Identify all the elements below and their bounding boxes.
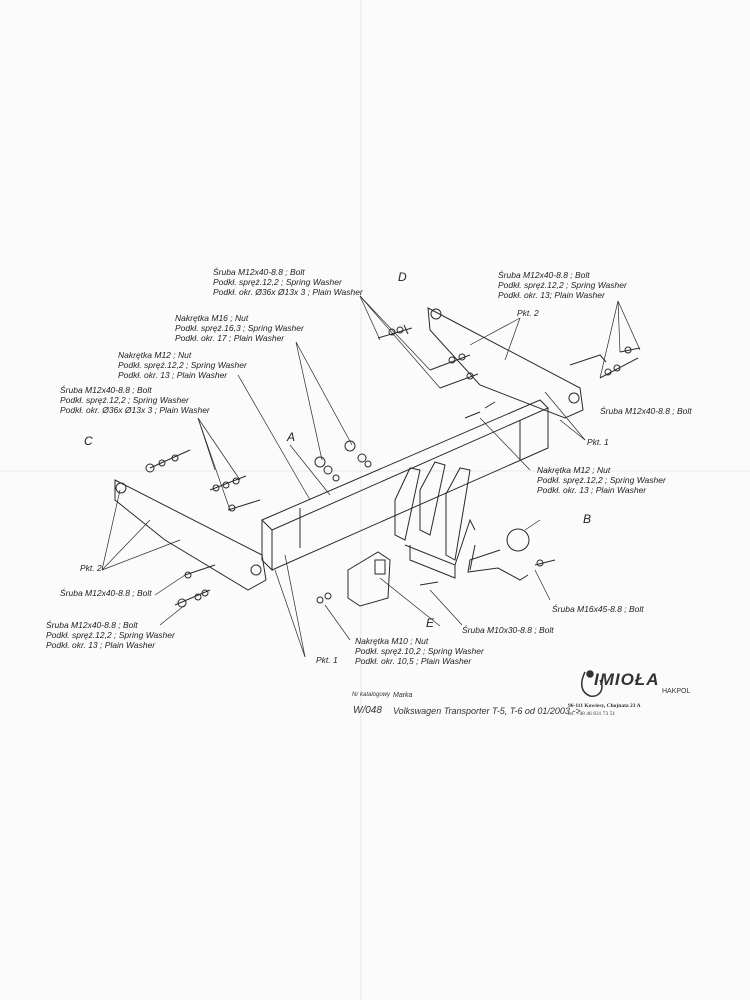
label-letter-b: B <box>583 512 592 526</box>
logo-address: 96-111 Kowiesy, Chojnata 23 A <box>568 703 641 709</box>
callout-bolt-m10: Śruba M10x30-8.8 ; Bolt <box>462 625 554 635</box>
bracket-c <box>114 479 267 591</box>
label-letter-d: D <box>398 270 407 284</box>
callout-bolt-m12-left: Śruba M12x40-8.8 ; Bolt <box>60 588 152 598</box>
catalog-caption: Nr katalogowy <box>352 692 391 698</box>
callout-pkt1-right: Pkt. 1 <box>587 437 609 447</box>
bracket-d <box>427 307 584 419</box>
left-fasteners <box>145 449 556 608</box>
callout-bolt-m12-right: Śruba M12x40-8.8 ; Bolt <box>600 406 692 416</box>
imiola-logo-mark <box>580 670 603 697</box>
callout-pkt1-bottom: Pkt. 1 <box>316 655 338 665</box>
label-letter-c: C <box>84 434 93 448</box>
tow-ball-b <box>467 528 530 581</box>
label-letter-e: E <box>426 616 435 630</box>
crossbar-a <box>261 399 549 572</box>
make-caption: Marka <box>393 692 413 699</box>
callout-pkt2-right: Pkt. 2 <box>517 308 539 318</box>
callout-pkt2-left: Pkt. 2 <box>80 563 102 573</box>
vehicle-model: Volkswagen Transporter T-5, T-6 od 01/20… <box>393 706 581 716</box>
catalog-number: W/048 <box>353 705 382 716</box>
logo-phone: tel. +48 46 831 73 51 <box>568 711 616 717</box>
leader-lines <box>101 295 641 658</box>
socket-plate-e <box>347 551 391 607</box>
callout-bolt-m16: Śruba M16x45-8.8 ; Bolt <box>552 604 644 614</box>
ball-mount-plates <box>394 461 476 579</box>
right-fasteners <box>314 324 641 482</box>
logo-sub: HAKPOL <box>662 688 691 695</box>
logo-name: IMIOŁA <box>594 670 660 689</box>
label-letter-a: A <box>287 430 296 444</box>
